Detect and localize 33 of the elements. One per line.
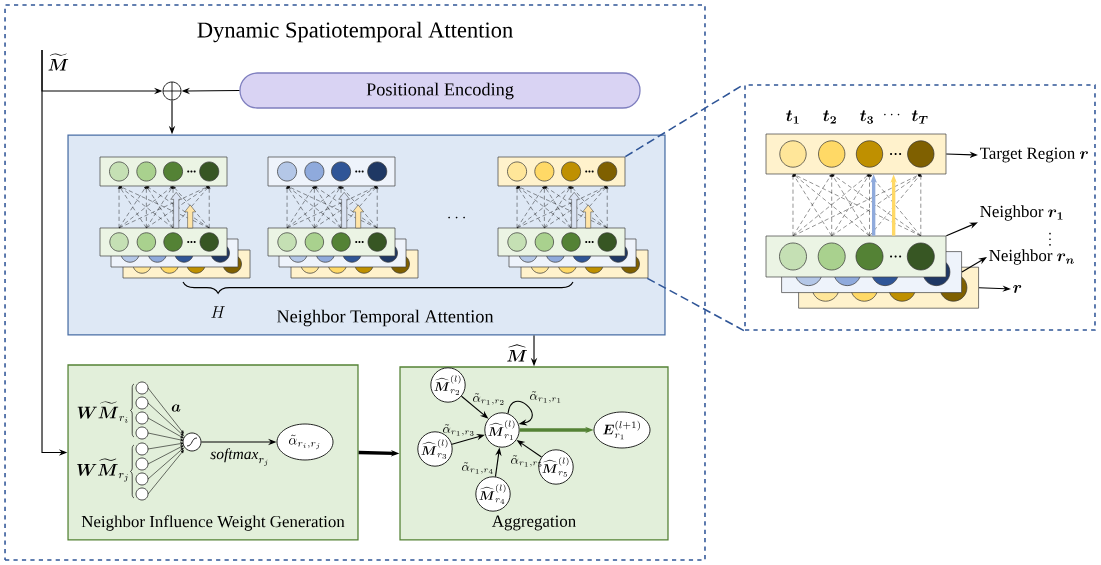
graph-node: $\widehat{\boldsymbol{M}}^{(l)}_{r_4}$ — [475, 476, 511, 512]
math-label: $\boldsymbol{W}\widetilde{\boldsymbol{M}}_{r_j}$ — [77, 458, 128, 482]
edge-label: $\tilde{\alpha}_{r_1,r_4}$ — [462, 462, 493, 474]
row-label: $\boldsymbol{r}$ — [1013, 285, 1022, 293]
arrow — [507, 400, 533, 426]
row-label: $\text{Neighbor }\boldsymbol{r_n}$ — [989, 249, 1074, 265]
math-label: $\cdots$ — [448, 216, 465, 219]
math-label: $\boldsymbol{W}\widetilde{\boldsymbol{M}}_{r_i}$ — [77, 401, 128, 423]
graph-node: $\widehat{\boldsymbol{M}}^{(l)}_{r_2}$ — [430, 367, 466, 403]
embedding-row — [765, 133, 947, 175]
edge-label: $\mathit{softmax}_{r_j}$ — [210, 448, 268, 466]
edge-label: $\tilde{\alpha}_{r_1,r_5}$ — [511, 455, 542, 467]
arrow — [961, 257, 987, 273]
arrow — [945, 222, 978, 237]
embedding-row — [267, 156, 396, 187]
edge-label: $\widehat{\boldsymbol{M}}$ — [507, 344, 527, 362]
edge-label: $\tilde{\alpha}_{r_1,r_2}$ — [473, 393, 504, 405]
sum-circle — [162, 81, 182, 101]
embedding-row — [765, 235, 947, 278]
math-label: $\vdots$ — [1049, 232, 1051, 246]
graph-node: $\widehat{\boldsymbol{M}}^{(l)}_{r_1}$ — [484, 412, 520, 448]
activation-circle — [182, 432, 202, 452]
dashed-line — [646, 277, 745, 332]
math-label: $\cdots$ — [884, 113, 900, 116]
math-label: $\boldsymbol{a}$ — [171, 404, 181, 412]
math-label: $\widetilde{\boldsymbol{M}}$ — [48, 53, 69, 71]
embedding-row — [99, 156, 228, 187]
row-label: $\text{Neighbor }\boldsymbol{r_1}$ — [980, 205, 1063, 221]
encoding-pill: Positional Encoding — [239, 72, 641, 109]
row-label: $\text{Target Region }\boldsymbol{r}$ — [980, 147, 1088, 163]
math-label: $H$ — [211, 306, 225, 318]
edge-label: $\tilde{\alpha}_{r_1,r_1}$ — [530, 391, 561, 403]
embedding-row — [497, 156, 626, 187]
